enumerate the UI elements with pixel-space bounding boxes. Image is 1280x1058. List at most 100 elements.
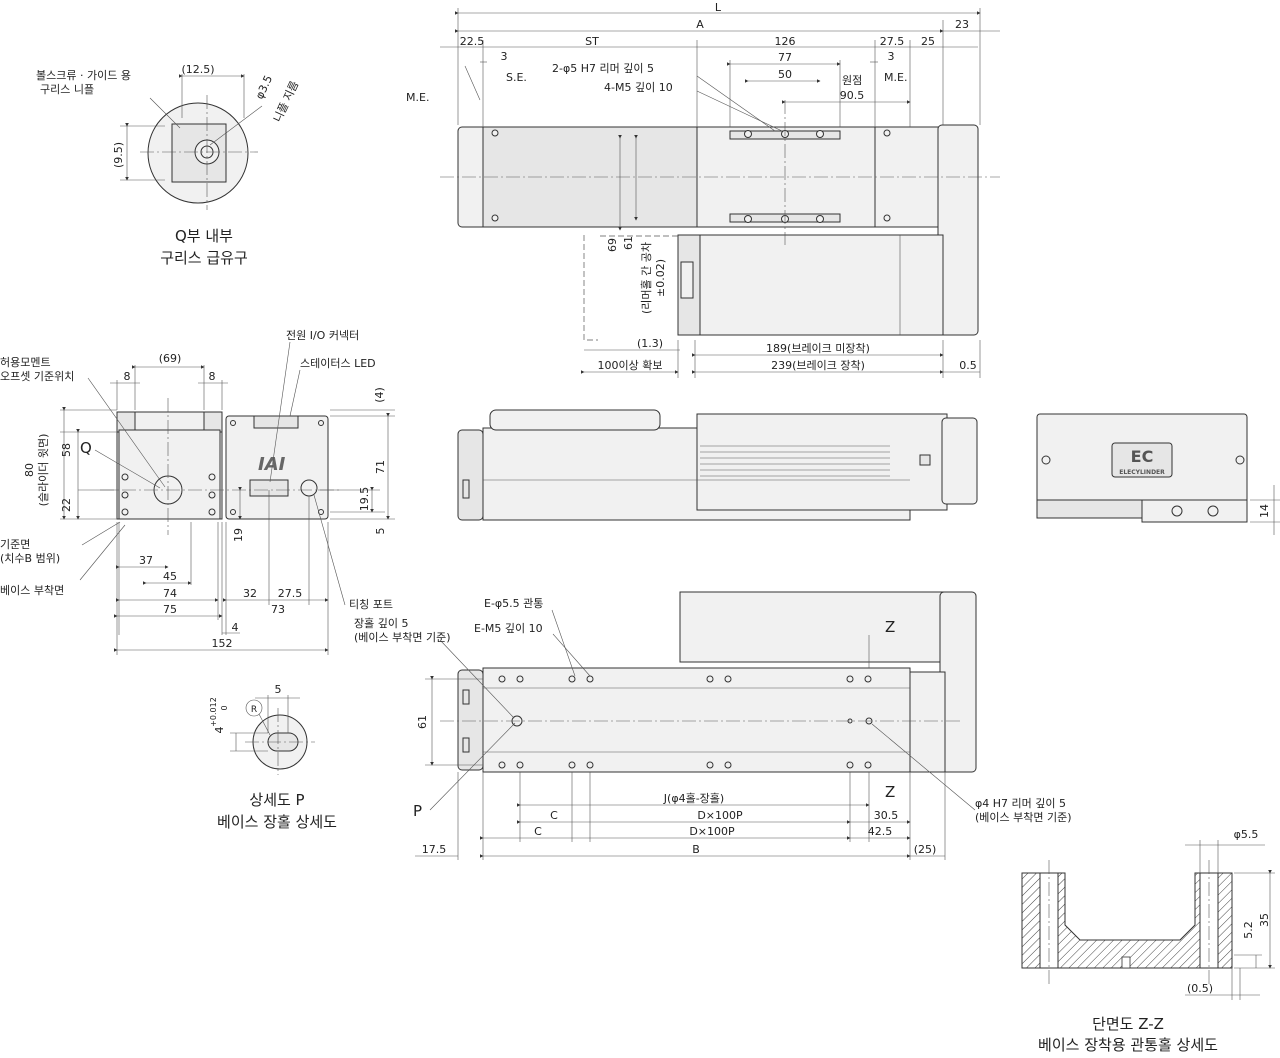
dim-A: A bbox=[696, 18, 704, 31]
dim-14: 14 bbox=[1258, 504, 1271, 518]
top-view: L A 23 22.5 ST 126 27.5 25 3 3 M.E. S.E.… bbox=[406, 1, 1000, 378]
dim-22: 22 bbox=[60, 498, 73, 512]
dim-4: 4 bbox=[232, 621, 239, 634]
dim-90-5: 90.5 bbox=[840, 89, 865, 102]
dim-C2: C bbox=[534, 825, 542, 838]
grease-view-title: Q부 내부 bbox=[175, 227, 233, 245]
dim-50: 50 bbox=[778, 68, 792, 81]
label-SE: S.E. bbox=[506, 71, 527, 84]
hole-2phi5: 2-φ5 H7 리머 깊이 5 bbox=[552, 62, 654, 75]
dim-45: 45 bbox=[163, 570, 177, 583]
detail-p: R 5 4 +0.012 0 상세도 P 베이스 장홀 상세도 bbox=[209, 683, 337, 831]
dim-DxP1: D×100P bbox=[697, 809, 743, 822]
grease-view-subtitle: 구리스 급유구 bbox=[160, 249, 248, 267]
dim-19: 19 bbox=[232, 528, 245, 542]
detail-p-tol-upper: +0.012 bbox=[209, 697, 218, 727]
dim-69p: (69) bbox=[159, 352, 182, 365]
dim-grease-width: (12.5) bbox=[181, 63, 214, 76]
dim-grease-dia-1: φ3.5 bbox=[253, 73, 275, 101]
dim-0-5-section: (0.5) bbox=[1187, 982, 1213, 995]
label-power: 전원 I/O 커넥터 bbox=[286, 329, 359, 342]
dim-126: 126 bbox=[775, 35, 796, 48]
detail-p-subtitle: 베이스 장홀 상세도 bbox=[217, 813, 337, 831]
dim-71: 71 bbox=[374, 460, 387, 474]
label-Z-top: Z bbox=[885, 618, 895, 636]
label-origin: 원점 bbox=[842, 74, 862, 87]
end-view: IAI bbox=[0, 329, 395, 655]
dim-B: B bbox=[692, 843, 700, 856]
dim-DxP2: D×100P bbox=[689, 825, 735, 838]
dim-61: 61 bbox=[622, 236, 635, 250]
dim-69: 69 bbox=[606, 238, 619, 252]
dim-27-5-end: 27.5 bbox=[278, 587, 303, 600]
hole-phi4-1: φ4 H7 리머 깊이 5 bbox=[975, 797, 1066, 810]
dim-30-5: 30.5 bbox=[874, 809, 899, 822]
label-status: 스테이터스 LED bbox=[300, 357, 376, 370]
dim-5-2: 5.2 bbox=[1242, 921, 1255, 939]
hole-e5-5: E-φ5.5 관통 bbox=[484, 597, 543, 610]
label-ME-left: M.E. bbox=[406, 91, 429, 104]
dim-5-end: 5 bbox=[374, 528, 387, 535]
dim-73: 73 bbox=[271, 603, 285, 616]
label-P: P bbox=[413, 802, 422, 820]
dim-37: 37 bbox=[139, 554, 153, 567]
hole-em5: E-M5 깊이 10 bbox=[474, 622, 543, 635]
dim-8b: 8 bbox=[209, 370, 216, 383]
dim-80-2: (슬라이더 윗면) bbox=[37, 434, 50, 507]
dim-3b: 3 bbox=[888, 50, 895, 63]
tol-1: (리머홀 간 공차 bbox=[640, 242, 653, 314]
right-end-view: EC ELECYLINDER 14 bbox=[1036, 413, 1280, 535]
tol-2: ±0.02) bbox=[654, 259, 667, 297]
label-Q: Q bbox=[80, 439, 92, 457]
cooling-fins bbox=[700, 445, 890, 477]
dim-61-bottom: 61 bbox=[416, 715, 429, 729]
label-base: 베이스 부착면 bbox=[0, 584, 64, 597]
dim-0-5: 0.5 bbox=[959, 359, 977, 372]
dim-27-5: 27.5 bbox=[880, 35, 905, 48]
section-subtitle: 베이스 장착용 관통홀 상세도 bbox=[1038, 1036, 1218, 1054]
dim-22-5: 22.5 bbox=[460, 35, 485, 48]
dim-ST: ST bbox=[585, 35, 599, 48]
elecylinder-logo: ELECYLINDER bbox=[1119, 469, 1165, 476]
bottom-view: E-φ5.5 관통 E-M5 깊이 10 장홀 깊이 5 (베이스 부착면 기준… bbox=[354, 591, 1072, 860]
detail-p-title: 상세도 P bbox=[249, 791, 304, 809]
ec-logo: EC bbox=[1131, 447, 1154, 466]
dim-19-5: 19.5 bbox=[358, 487, 371, 512]
section-z: φ5.5 35 5.2 (0.5) 단면도 Z-Z 베이스 장착용 관통홀 상세… bbox=[1021, 828, 1275, 1054]
dim-23: 23 bbox=[955, 18, 969, 31]
dim-4p: (4) bbox=[373, 387, 386, 403]
dim-42-5: 42.5 bbox=[868, 825, 893, 838]
dim-8a: 8 bbox=[124, 370, 131, 383]
dim-74: 74 bbox=[163, 587, 177, 600]
dim-grease-dia-2: 니플 지름 bbox=[271, 79, 301, 124]
dim-L: L bbox=[715, 1, 722, 14]
dim-100: 100이상 확보 bbox=[598, 359, 663, 372]
iai-logo: IAI bbox=[258, 454, 286, 475]
label-ME-right: M.E. bbox=[884, 71, 907, 84]
label-ref-2: (치수B 범위) bbox=[0, 552, 60, 565]
dim-J: J(φ4홀-장홀) bbox=[663, 792, 724, 805]
label-ref-1: 기준면 bbox=[0, 538, 30, 551]
grease-detail: (12.5) (9.5) 볼스크류 · 가이드 용 구리스 니플 φ3.5 니플… bbox=[36, 63, 301, 267]
dim-58: 58 bbox=[60, 443, 73, 457]
dim-phi5-5: φ5.5 bbox=[1234, 828, 1259, 841]
label-Z-bottom: Z bbox=[885, 783, 895, 801]
section-title: 단면도 Z-Z bbox=[1092, 1015, 1164, 1033]
dim-189: 189(브레이크 미장착) bbox=[766, 342, 870, 355]
dim-1-3: (1.3) bbox=[637, 337, 663, 350]
label-moment-2: 오프셋 기준위치 bbox=[0, 370, 74, 383]
label-long-1: 장홀 깊이 5 bbox=[354, 617, 408, 630]
dim-C1: C bbox=[550, 809, 558, 822]
radius-mark: R bbox=[251, 705, 257, 715]
label-teach: 티칭 포트 bbox=[349, 598, 393, 611]
detail-p-tol-lower: 0 bbox=[220, 705, 229, 710]
dim-80-1: 80 bbox=[23, 463, 36, 477]
label-long-2: (베이스 부착면 기준) bbox=[354, 631, 451, 644]
dim-77: 77 bbox=[778, 51, 792, 64]
dim-25: 25 bbox=[921, 35, 935, 48]
dim-239: 239(브레이크 장착) bbox=[771, 359, 865, 372]
detail-p-dim-5: 5 bbox=[275, 683, 282, 696]
dim-25p: (25) bbox=[914, 843, 937, 856]
dim-17-5: 17.5 bbox=[422, 843, 447, 856]
